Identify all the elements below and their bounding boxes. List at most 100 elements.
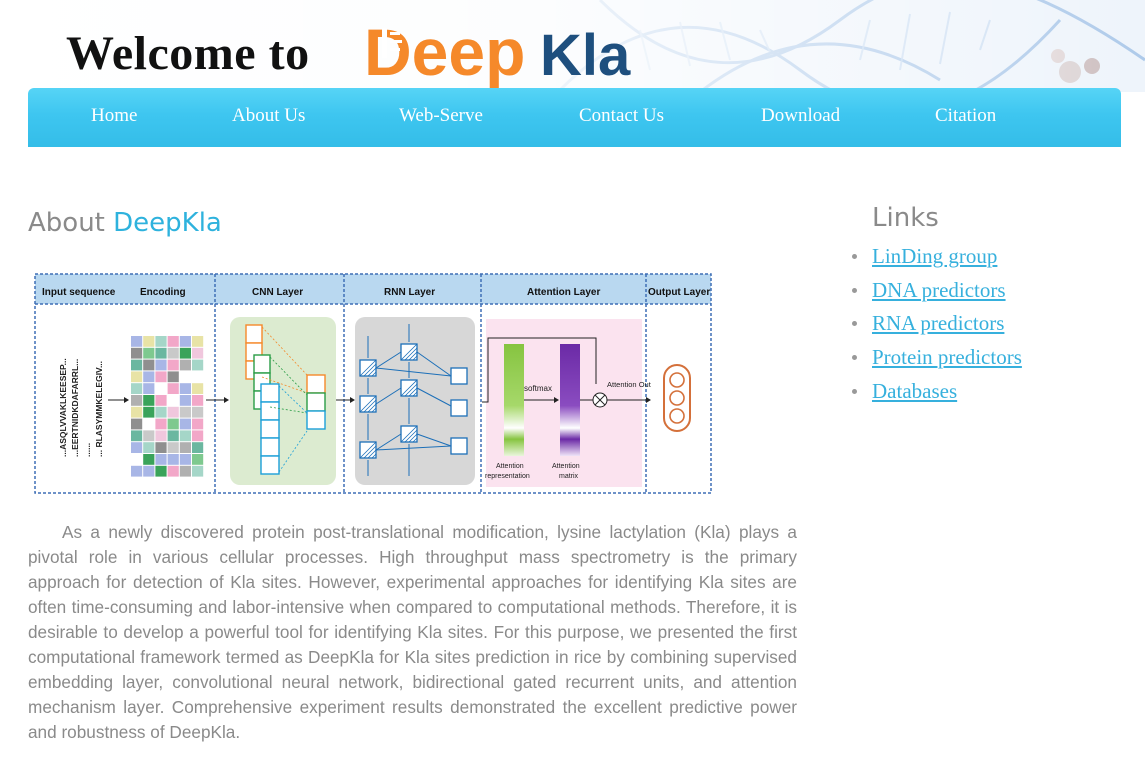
encoding-cell [192,359,204,371]
diagram-header-band [35,274,711,304]
encoding-cell [155,454,167,465]
encoding-cell [143,465,155,477]
rnn-output-cell [450,437,468,455]
encoding-cell [143,371,155,383]
encoding-cell [192,442,204,453]
encoding-cell [167,454,179,465]
encoding-cell [192,336,204,347]
encoding-cell [155,418,167,430]
encoding-cell [155,371,167,383]
dna-banner-background [0,0,1145,92]
encoding-cell [143,359,155,371]
encoding-cell [131,336,143,347]
about-heading-brand: DeepKla [113,208,222,238]
about-heading: About DeepKla [28,208,222,238]
input-seq-3: ...... [82,443,92,457]
encoding-cell [179,359,191,371]
encoding-cell [155,406,167,418]
encoding-cell [167,371,179,383]
encoding-cell [179,406,191,418]
encoding-cell [131,383,143,394]
welcome-heading: Welcome to [66,27,310,80]
list-item: RNA predictors [852,311,1022,345]
nav-home[interactable]: Home [91,105,138,126]
encoding-cell [192,383,204,394]
about-heading-prefix: About [28,208,105,238]
rnn-panel [355,317,475,485]
bullet-icon [852,388,857,394]
encoding-cell [155,395,167,406]
about-description-text: As a newly discovered protein post-trans… [28,522,797,742]
encoding-cell [179,395,191,406]
diagram-label-input: Input sequence [42,287,116,298]
encoding-cell [155,383,167,394]
link-linding-group[interactable]: LinDing group [872,244,998,268]
encoding-cell [131,359,143,371]
encoding-cell [155,347,167,359]
encoding-cell [143,418,155,430]
deepkla-logo: Deep Kla [364,15,631,89]
encoding-cell [167,383,179,394]
encoding-cell [167,395,179,406]
rnn-output-cell [450,367,468,385]
encoding-cell [179,383,191,394]
link-protein-predictors[interactable]: Protein predictors [872,345,1022,370]
encoding-cell [167,359,179,371]
encoding-cell [167,442,179,453]
encoding-cell [192,406,204,418]
logo-dna-mark-icon [382,28,402,58]
encoding-cell [167,465,179,477]
nav-download[interactable]: Download [761,105,841,126]
diagram-label-encoding: Encoding [140,287,186,298]
bullet-icon [852,254,857,259]
bullet-icon [852,287,857,293]
list-item: LinDing group [852,244,1022,278]
input-seq-2: ...EERTNIDKDAFARRL... [70,359,80,457]
links-heading: Links [872,203,939,233]
diagram-label-rnn: RNN Layer [384,287,435,298]
encoding-grid [131,336,204,477]
diagram-label-attention: Attention Layer [527,287,600,298]
nav-contact-us[interactable]: Contact Us [579,105,664,126]
encoding-cell [192,454,204,465]
bullet-icon [852,355,857,361]
nav-about-us[interactable]: About Us [232,105,306,126]
list-item: DNA predictors [852,278,1022,312]
encoding-cell [179,454,191,465]
rnn-output-cell [450,399,468,417]
encoding-cell [131,371,143,383]
encoding-cell [192,347,204,359]
encoding-cell [143,454,155,465]
rnn-cells [359,324,468,476]
encoding-cell [192,395,204,406]
input-seq-4: ... RLASYMMKELEGIV... [94,361,104,457]
bullet-icon [852,321,857,327]
encoding-cell [179,442,191,453]
encoding-cell [155,465,167,477]
link-databases[interactable]: Databases [872,378,958,403]
nav-citation[interactable]: Citation [935,105,997,126]
diagram-label-output: Output Layer [648,287,710,298]
encoding-cell [179,336,191,347]
encoding-cell [131,406,143,418]
softmax-label: softmax [524,384,552,393]
encoding-cell [192,430,204,442]
encoding-cell [131,395,143,406]
encoding-cell [131,430,143,442]
logo-deep: Deep [364,15,525,89]
link-dna-predictors[interactable]: DNA predictors [872,277,1006,302]
encoding-cell [179,465,191,477]
link-rna-predictors[interactable]: RNA predictors [872,311,1005,336]
encoding-cell [155,430,167,442]
encoding-cell [167,347,179,359]
links-list: LinDing group DNA predictors RNA predict… [852,244,1022,412]
encoding-cell [143,406,155,418]
encoding-cell [143,442,155,453]
diagram-label-cnn: CNN Layer [252,287,303,298]
encoding-cell [179,371,191,383]
encoding-cell [179,430,191,442]
encoding-cell [155,359,167,371]
nav-web-serve[interactable]: Web-Serve [399,105,483,126]
attention-out-label: Attention Out [607,380,652,389]
